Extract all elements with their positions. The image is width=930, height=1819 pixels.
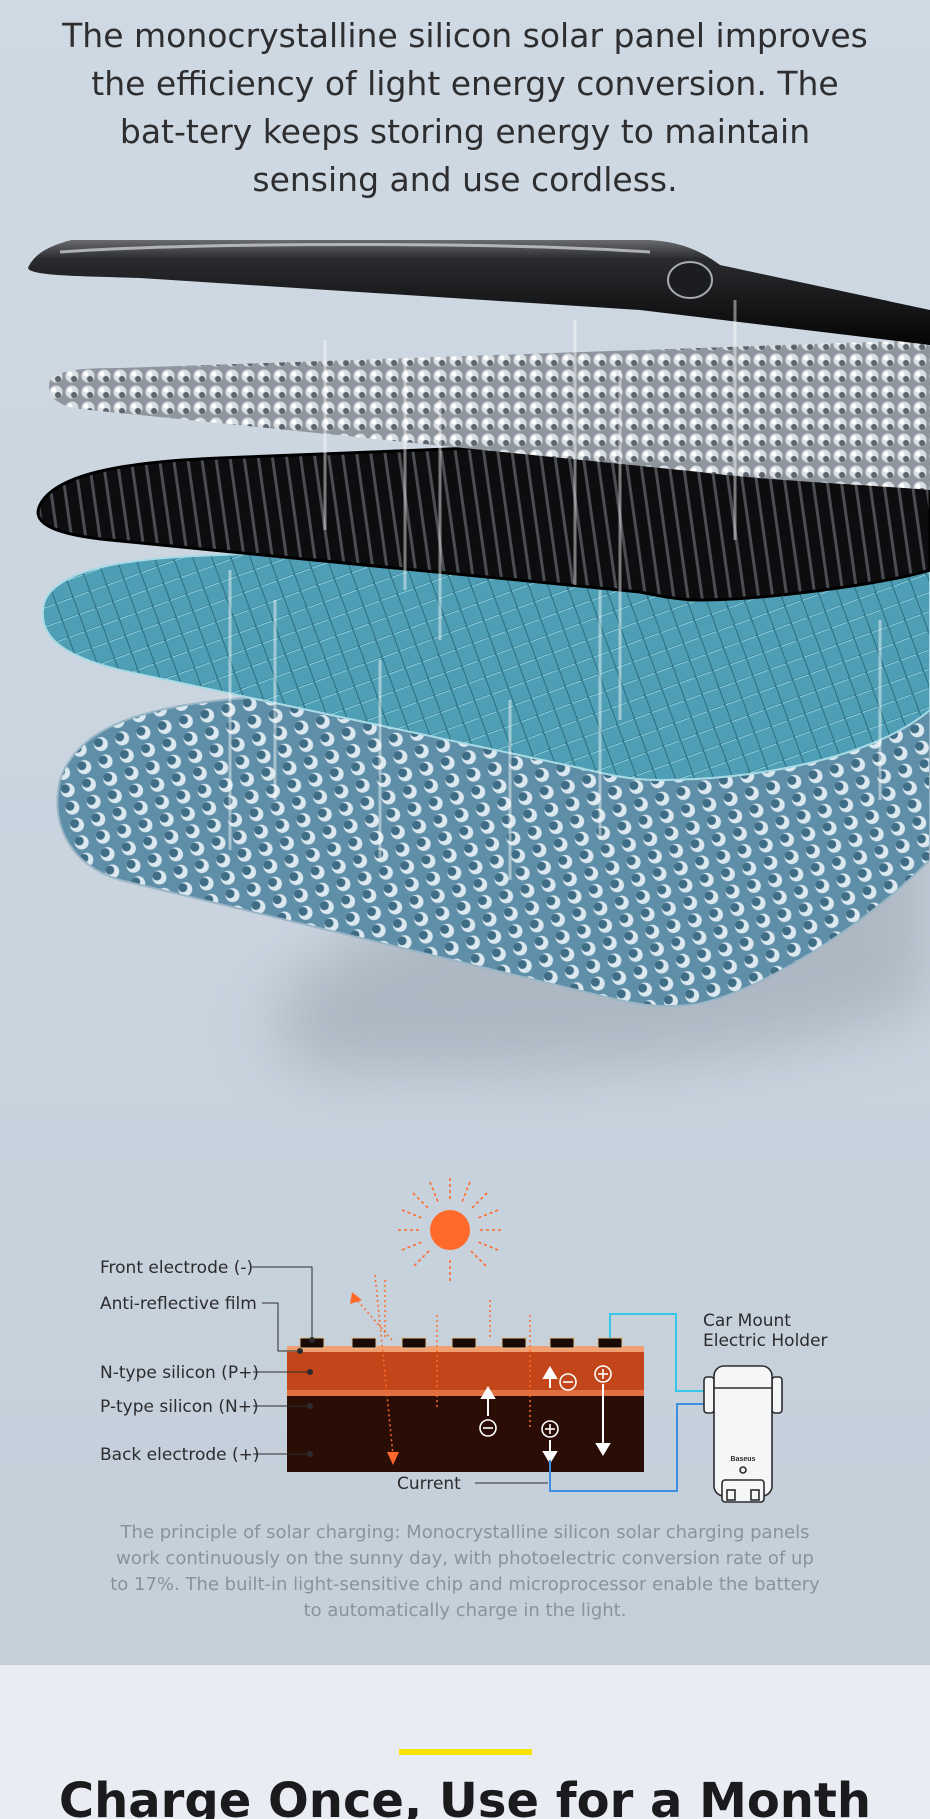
film-layer — [49, 340, 930, 490]
holder-brand-logo: Baseus — [731, 1456, 756, 1463]
accent-bar — [399, 1749, 532, 1755]
n-type-silicon-label: N-type silicon (P+) — [100, 1363, 259, 1383]
top-cover — [28, 240, 930, 345]
solar-charging-principle-diagram: Front electrode (-) Anti-reflective film… — [100, 1178, 828, 1503]
front-electrode-strips — [299, 1337, 623, 1349]
anti-reflective-film-label: Anti-reflective film — [100, 1294, 257, 1314]
section-headline: Charge Once, Use for a Month — [58, 1773, 872, 1819]
current-label: Current — [397, 1474, 461, 1494]
sun-icon — [398, 1178, 502, 1282]
car-mount-holder-icon — [703, 1365, 783, 1503]
headline-section: Charge Once, Use for a Month — [0, 1665, 930, 1819]
p-type-silicon-label: P-type silicon (N+) — [100, 1397, 259, 1417]
solar-section: The monocrystalline silicon solar panel … — [0, 0, 930, 1665]
solar-panel-layers-illustration — [28, 240, 930, 1074]
holder-label-line1: Car Mount — [703, 1311, 791, 1331]
intro-paragraph: The monocrystalline silicon solar panel … — [62, 16, 868, 199]
holder-label-line2: Electric Holder — [703, 1331, 828, 1351]
n-type-layer — [287, 1350, 644, 1390]
front-electrode-label: Front electrode (-) — [100, 1258, 253, 1278]
p-type-layer — [287, 1396, 644, 1472]
solar-charging-caption: The principle of solar charging: Monocry… — [110, 1522, 820, 1621]
back-electrode-label: Back electrode (+) — [100, 1445, 260, 1465]
